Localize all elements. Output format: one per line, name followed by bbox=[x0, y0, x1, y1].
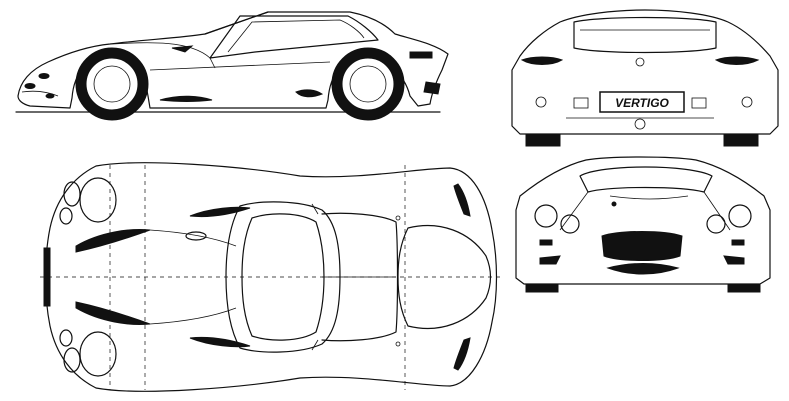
front-view bbox=[515, 156, 771, 293]
license-plate-text: VERTIGO bbox=[615, 96, 669, 110]
side-view bbox=[15, 11, 449, 121]
top-view bbox=[40, 162, 500, 392]
rear-view: VERTIGO bbox=[511, 9, 779, 147]
